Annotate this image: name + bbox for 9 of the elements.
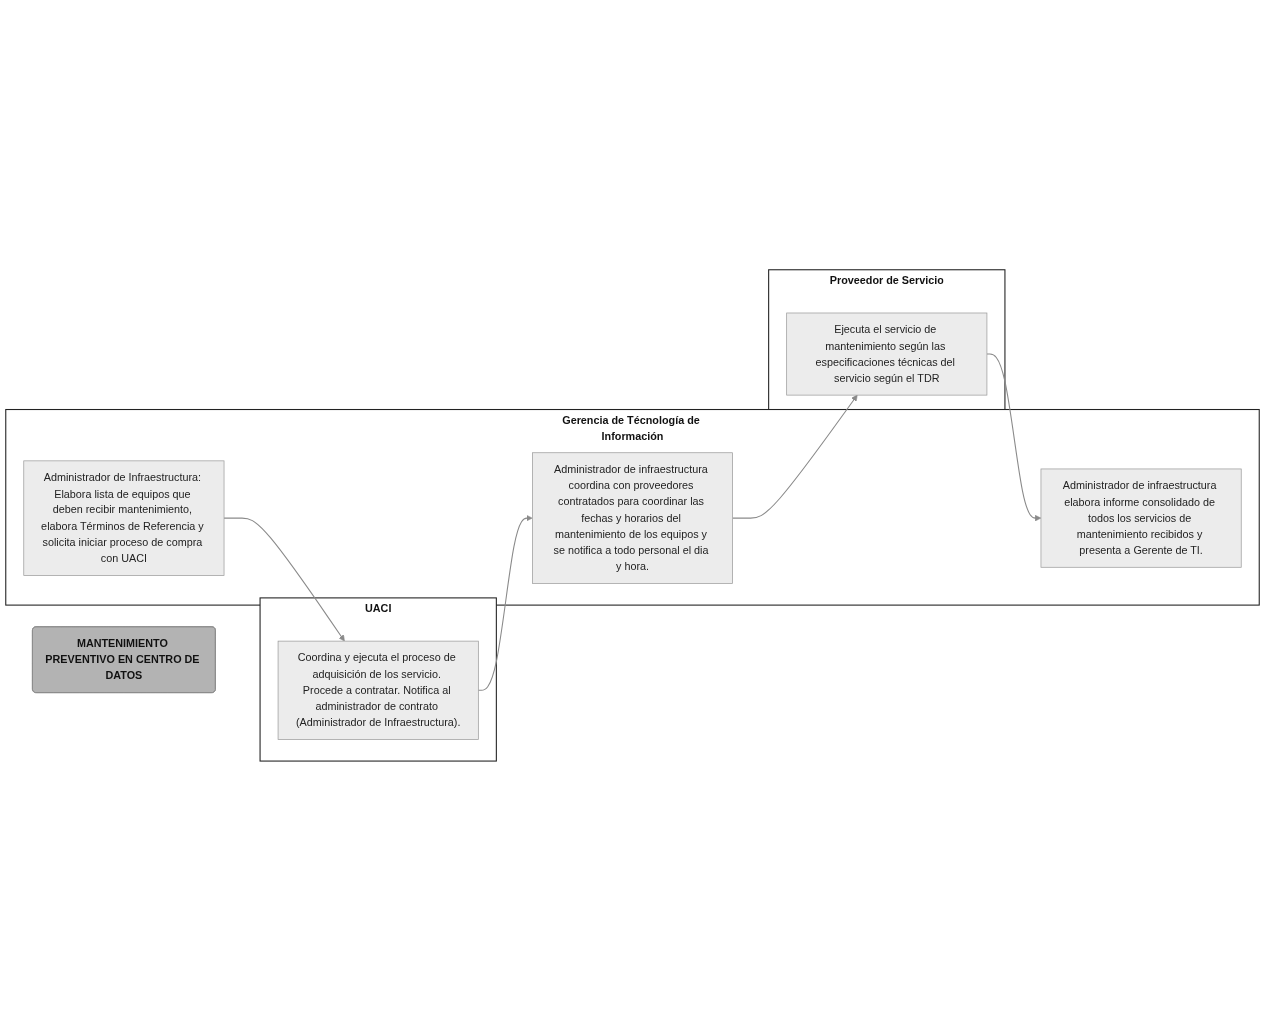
node-box: Administrador de infraestructura elabora informe consolidado de todos los servicios de mantenimiento recibidos y presenta a Gerente de TI. — [1040, 468, 1242, 568]
node-box: Ejecuta el servicio de mantenimiento según las especificaciones técnicas del servicio según el TDR — [786, 312, 988, 396]
arrow — [223, 517, 345, 642]
node-box: Coordina y ejecuta el proceso de adquisición de los servicio. Procede a contratar. Notifica al administrador de contrato (Administrador de Infraestructura). — [277, 640, 479, 740]
node-box: Administrador de infraestructura coordina con proveedores contratados para coordinar las fechas y horarios del mantenimiento de los equipos y se notifica a todo personal el dia y hora. — [532, 452, 733, 584]
arrow — [986, 353, 1042, 522]
arrow — [732, 394, 858, 519]
node-box: Administrador de Infraestructura: Elabora lista de equipos que deben recibir mantenimiento, elabora Términos de Referencia y solicita iniciar proceso de compra con UACI — [23, 460, 225, 576]
arrow — [477, 515, 533, 691]
